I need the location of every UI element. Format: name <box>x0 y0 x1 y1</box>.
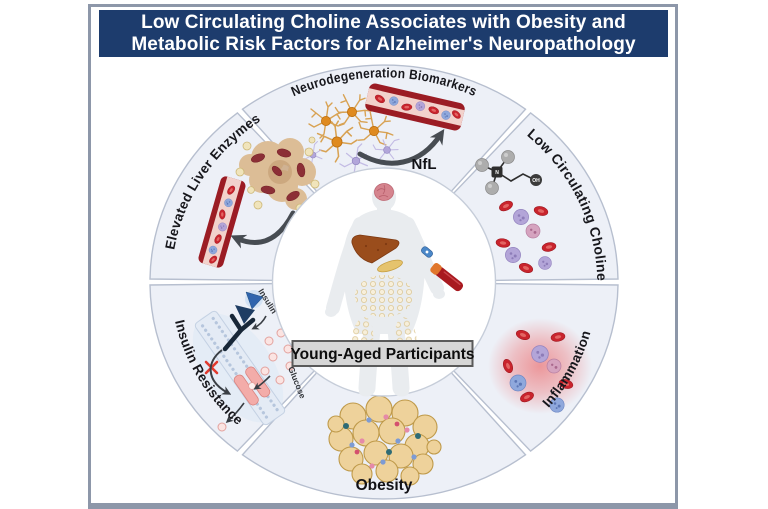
insulin-molecule-icon <box>245 290 264 310</box>
segment-label-obesity: Obesity <box>356 477 413 494</box>
pancreas-icon <box>377 259 403 273</box>
brain-icon <box>374 183 394 201</box>
inflamed-cells-illustration <box>488 318 592 414</box>
arrow-receptor-to-transporter <box>209 349 232 395</box>
liver-icon <box>351 234 400 264</box>
arrow-glucose-to-transporter <box>253 375 271 390</box>
figure-title-bar: Low Circulating Choline Associates with … <box>99 10 668 57</box>
arrow-liver-to-vessel <box>230 210 296 249</box>
choline-n-label: N <box>495 170 499 176</box>
ring-sectors <box>149 64 619 500</box>
nfl-label: NfL <box>412 156 437 173</box>
insulin-receptor-icon <box>222 305 256 352</box>
choline-oh-label: OH <box>532 178 540 184</box>
adipocytes-illustration <box>327 395 442 486</box>
choline-molecule: N OH <box>475 150 542 195</box>
arrow-neuron-to-vessel <box>357 128 445 166</box>
center-label-text: Young-Aged Participants <box>290 346 474 363</box>
blood-sample-tube-icon <box>430 262 464 292</box>
tourniquet-band-icon <box>421 246 433 258</box>
center-label: Young-Aged Participants <box>290 340 475 367</box>
insulin-resistance-illustration: Insulin Glucose <box>192 287 308 432</box>
title-line-2: Metabolic Risk Factors for Alzheimer's N… <box>131 34 636 55</box>
arrow-insulin-to-receptor <box>251 315 267 330</box>
arrow-transporter-exit <box>225 402 245 423</box>
title-line-1: Low Circulating Choline Associates with … <box>141 12 626 33</box>
